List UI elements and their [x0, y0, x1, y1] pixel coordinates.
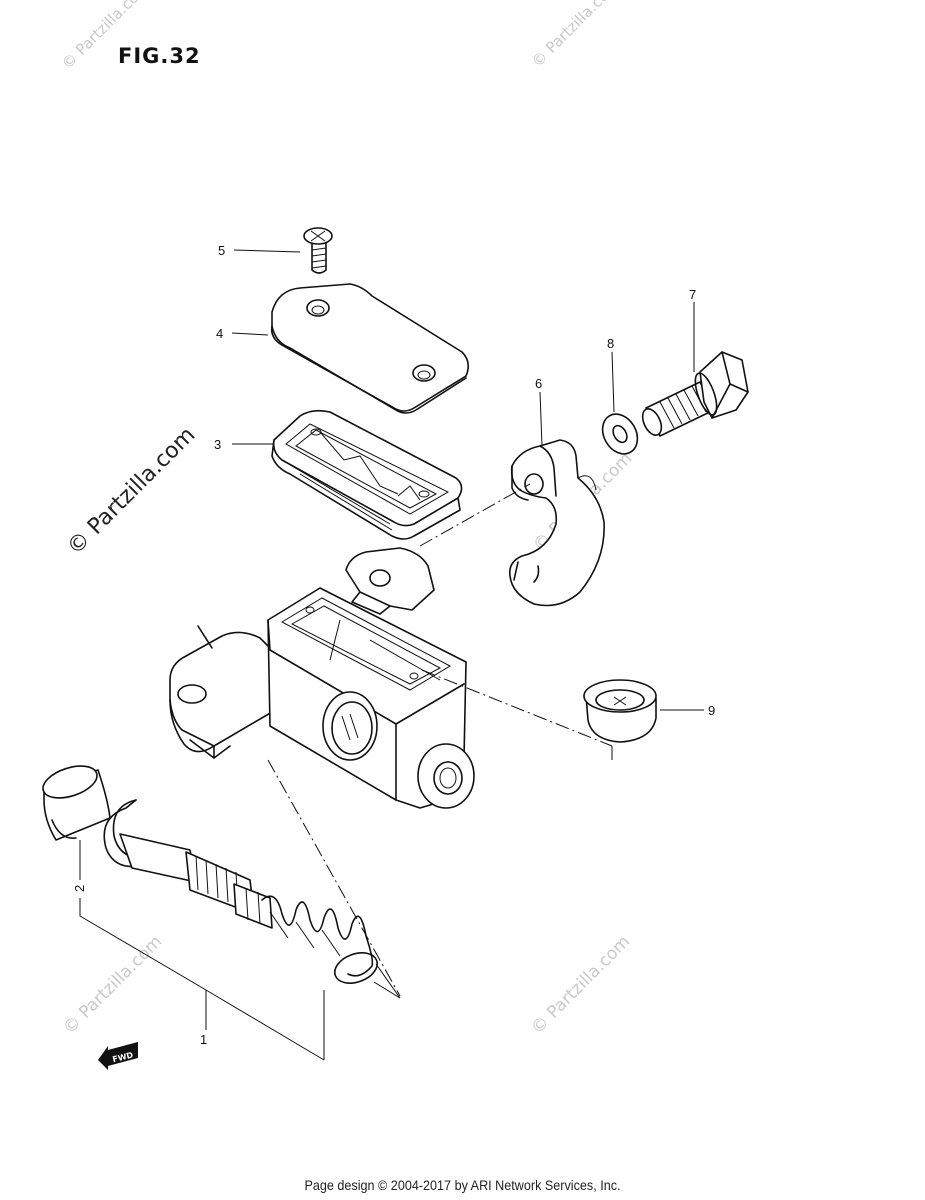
callout-4: 4 — [216, 326, 223, 341]
part-9-boot — [583, 679, 657, 743]
watermark-faint: © Partzilla.com — [528, 0, 623, 71]
callout-8: 8 — [607, 336, 614, 351]
part-5-screw — [303, 227, 333, 274]
assembly-lines — [267, 483, 613, 999]
page-footer: Page design © 2004-2017 by ARI Network S… — [304, 1177, 621, 1193]
leader-lines — [79, 249, 704, 1061]
callout-3: 3 — [214, 437, 221, 452]
master-cylinder-body — [169, 547, 475, 809]
callout-9: 9 — [708, 703, 715, 718]
figure-title: FIG.32 — [118, 44, 201, 68]
part-7-bolt — [641, 351, 749, 437]
watermark-main: © Partzilla.com — [63, 423, 201, 561]
callouts: 5 4 3 6 8 7 9 2 1 — [72, 243, 715, 1047]
part-3-diaphragm — [271, 409, 463, 540]
watermark-faint: © Partzilla.com — [59, 932, 166, 1039]
callout-7: 7 — [689, 287, 696, 302]
watermark-faint: © Partzilla.com — [527, 932, 634, 1039]
part-8-washer — [601, 413, 639, 455]
callout-6: 6 — [535, 376, 542, 391]
part-4-cap — [270, 283, 470, 414]
callout-2: 2 — [72, 885, 87, 892]
watermark-faint: © Partzilla.com — [58, 0, 153, 73]
fwd-arrow-icon: FWD — [98, 1042, 138, 1070]
part-1-piston — [42, 765, 379, 984]
callout-5: 5 — [218, 243, 225, 258]
faint-watermarks: © Partzilla.com © Partzilla.com © Partzi… — [58, 0, 636, 1039]
part-6-clamp — [508, 439, 605, 607]
callout-1: 1 — [200, 1032, 207, 1047]
